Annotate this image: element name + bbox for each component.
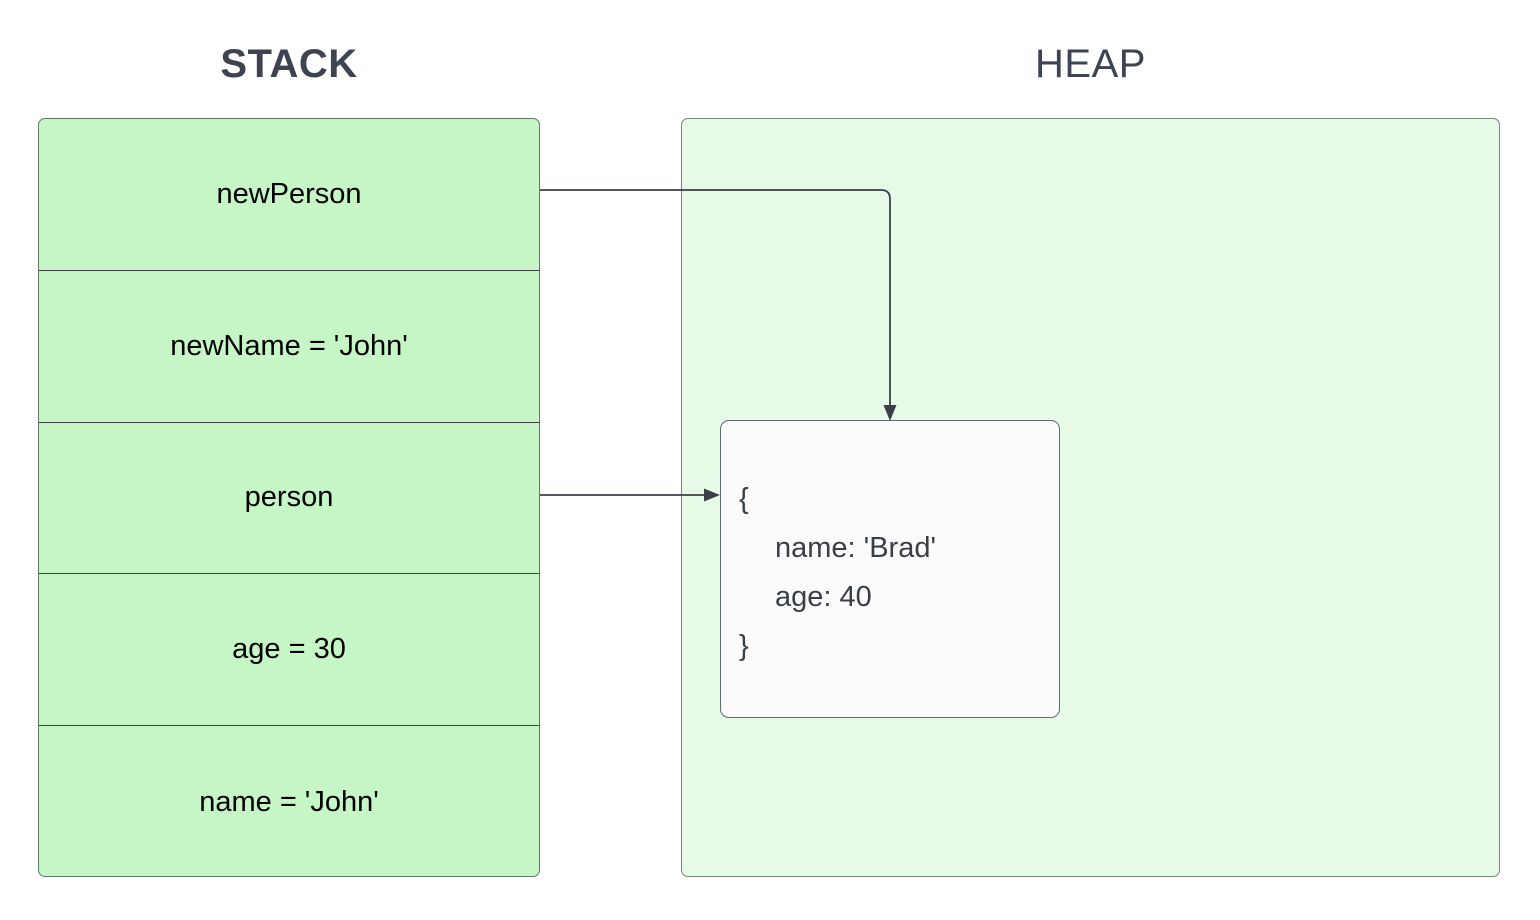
stack-cell-label: person	[244, 481, 334, 514]
stack-cell-person: person	[39, 423, 539, 575]
stack-cell-label: newName = 'John'	[170, 329, 408, 362]
object-open-brace: {	[739, 483, 749, 515]
object-property-name: name: 'Brad'	[775, 532, 936, 564]
heap-object-card: { name: 'Brad' age: 40 }	[720, 420, 1060, 718]
stack-cell-name: name = 'John'	[39, 726, 539, 876]
object-close-brace: }	[739, 630, 749, 662]
heap-title: HEAP	[1035, 42, 1146, 86]
stack-container: newPerson newName = 'John' person age = …	[38, 118, 540, 877]
stack-title: STACK	[220, 42, 358, 86]
stack-cell-newname: newName = 'John'	[39, 271, 539, 423]
object-property-age: age: 40	[775, 581, 872, 613]
stack-cell-label: name = 'John'	[199, 785, 379, 818]
stack-cell-newperson: newPerson	[39, 119, 539, 271]
stack-cell-label: newPerson	[216, 177, 362, 210]
stack-cell-label: age = 30	[232, 633, 346, 666]
stack-cell-age: age = 30	[39, 574, 539, 727]
